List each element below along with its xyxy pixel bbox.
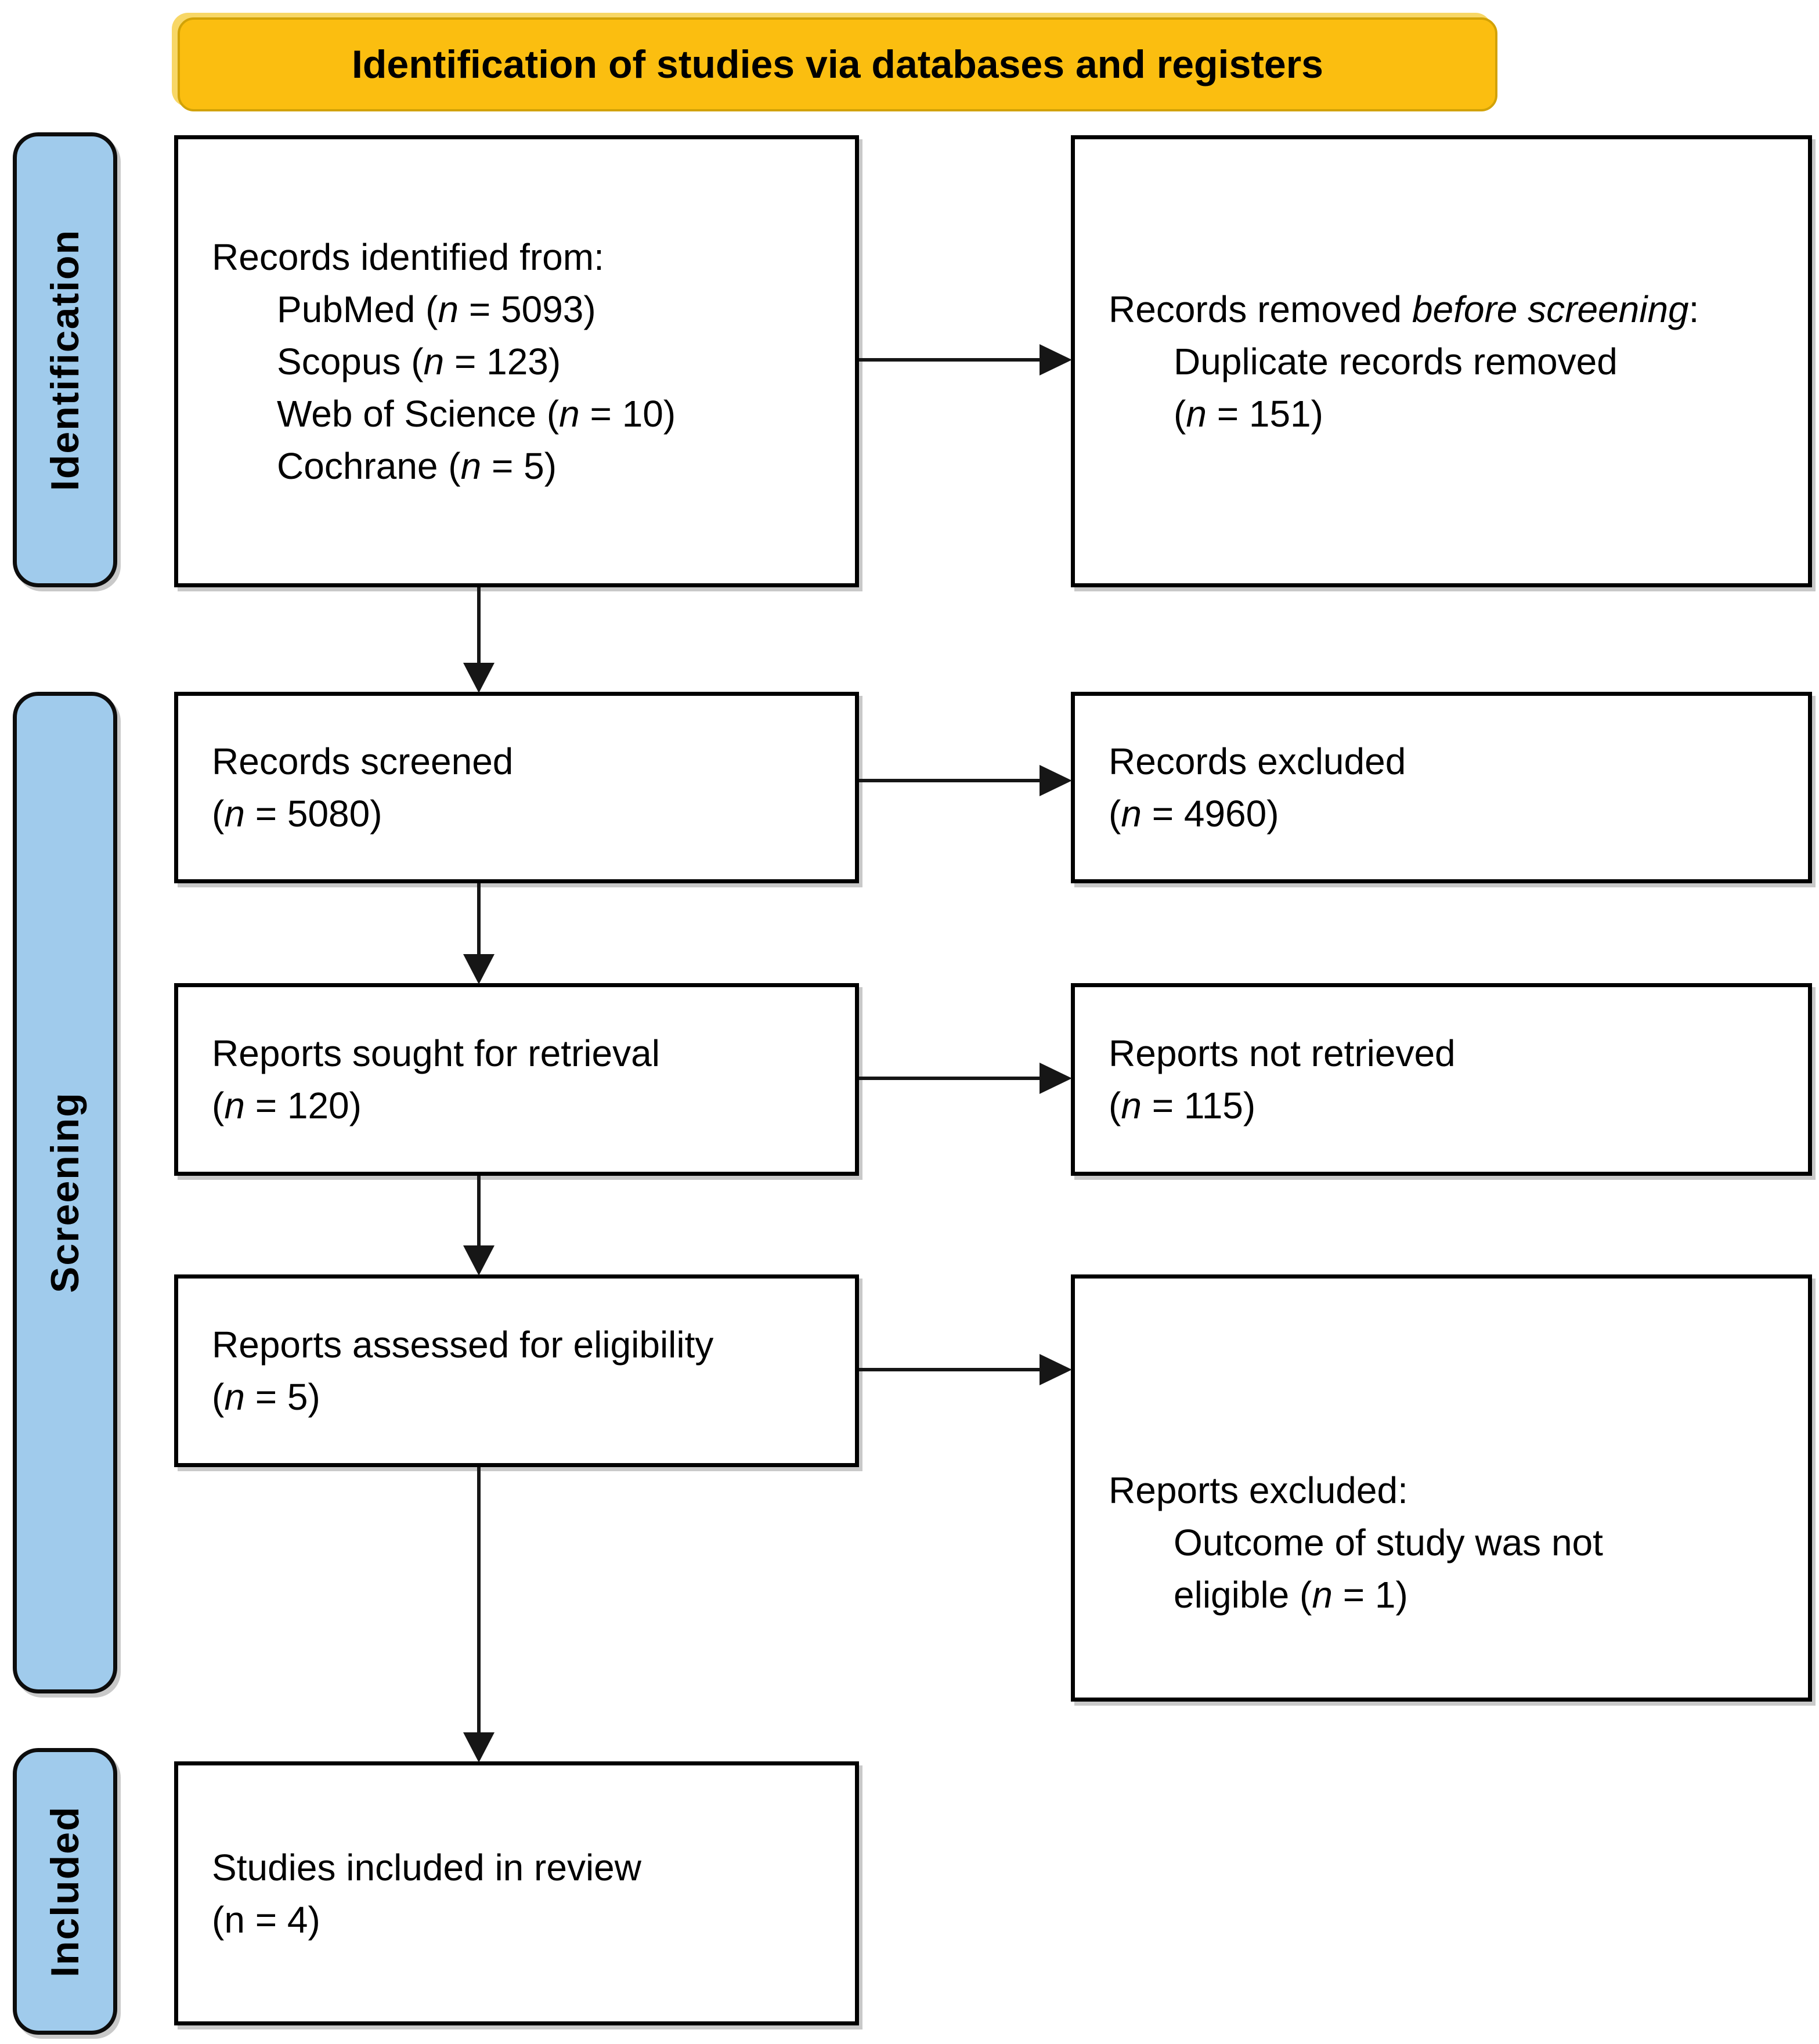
box-reports-sought: Reports sought for retrieval (n = 120): [174, 983, 859, 1176]
box-records-removed: Records removed before screening: Duplica…: [1071, 135, 1812, 587]
box-text-line: Reports excluded:: [1109, 1469, 1408, 1511]
box-text-line: (n = 115): [1109, 1085, 1256, 1126]
box-text-line: Records screened: [212, 741, 514, 782]
arrow-head: [1040, 1354, 1072, 1385]
arrow-shaft: [859, 1077, 1040, 1080]
header-banner: Identification of studies via databases …: [178, 17, 1497, 111]
arrow-head: [463, 663, 495, 693]
arrow-right-icon: [859, 1062, 1072, 1095]
box-studies-included: Studies included in review (n = 4): [174, 1761, 859, 2025]
box-text-line: eligible (n = 1): [1174, 1574, 1408, 1616]
arrow-head: [1040, 344, 1072, 375]
arrow-head: [1040, 1063, 1072, 1094]
box-text-line: (n = 5): [212, 1376, 320, 1418]
box-text-line: (n = 4): [212, 1898, 320, 1941]
header-title: Identification of studies via databases …: [351, 42, 1324, 86]
box-text-line: Records removed before screening:: [1109, 288, 1699, 330]
box-text-line: Cochrane (n = 5): [277, 445, 557, 487]
box-records-screened: Records screened (n = 5080): [174, 692, 859, 883]
box-text-line: Reports sought for retrieval: [212, 1032, 660, 1074]
box-text-line: (n = 5080): [212, 793, 382, 835]
box-text-line: (n = 4960): [1109, 793, 1279, 835]
stage-label-included: Included: [13, 1748, 117, 2035]
arrow-head: [463, 1732, 495, 1763]
box-records-excluded: Records excluded (n = 4960): [1071, 692, 1812, 883]
box-reports-not-retrieved: Reports not retrieved (n = 115): [1071, 983, 1812, 1176]
stage-label-text: Included: [43, 1805, 87, 1977]
box-text-line: PubMed (n = 5093): [277, 288, 596, 330]
box-text-line: Web of Science (n = 10): [277, 392, 676, 435]
box-text-line: Records excluded: [1109, 741, 1406, 782]
box-text-line: Scopus (n = 123): [277, 340, 561, 382]
arrow-shaft: [859, 779, 1040, 782]
box-reports-assessed: Reports assessed for eligibility (n = 5): [174, 1274, 859, 1467]
arrow-head: [463, 1245, 495, 1276]
arrow-shaft: [477, 1176, 481, 1245]
arrow-shaft: [859, 1368, 1040, 1371]
stage-label-screening: Screening: [13, 692, 117, 1693]
arrow-head: [463, 954, 495, 984]
box-text-line: Studies included in review: [212, 1846, 641, 1888]
box-text-line: Reports assessed for eligibility: [212, 1324, 714, 1366]
arrow-shaft: [477, 883, 481, 954]
arrow-head: [1040, 765, 1072, 796]
arrow-down-icon: [463, 1176, 495, 1276]
box-text-line: (n = 151): [1174, 392, 1323, 435]
box-text-line: Records identified from:: [212, 236, 604, 278]
arrow-right-icon: [859, 764, 1072, 797]
arrow-down-icon: [463, 883, 495, 984]
arrow-shaft: [859, 358, 1040, 362]
arrow-right-icon: [859, 344, 1072, 376]
arrow-shaft: [477, 587, 481, 663]
box-records-identified: Records identified from: PubMed (n = 5093…: [174, 135, 859, 587]
arrow-down-icon: [463, 587, 495, 693]
box-reports-excluded: Reports excluded: Outcome of study was no…: [1071, 1274, 1812, 1702]
box-text-line: Duplicate records removed: [1174, 340, 1618, 382]
box-text-line: Reports not retrieved: [1109, 1032, 1456, 1074]
box-text-line: (n = 120): [212, 1085, 362, 1126]
arrow-right-icon: [859, 1353, 1072, 1386]
box-text-line: Outcome of study was not: [1174, 1522, 1603, 1563]
stage-label-text: Screening: [43, 1092, 87, 1294]
arrow-shaft: [477, 1467, 481, 1732]
stage-label-text: Identification: [43, 229, 87, 491]
stage-label-identification: Identification: [13, 132, 117, 587]
arrow-down-icon: [463, 1467, 495, 1763]
